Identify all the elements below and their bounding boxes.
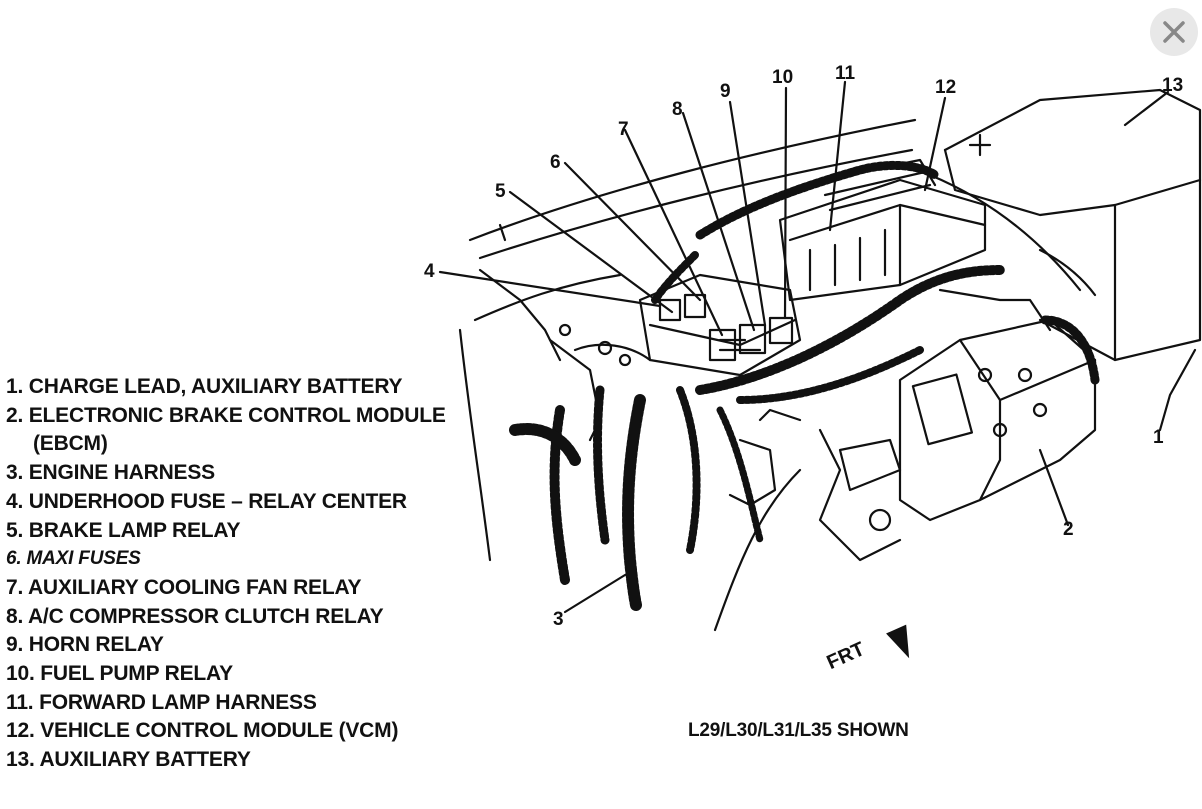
legend-list: 1. CHARGE LEAD, AUXILIARY BATTERY 2. ELE… xyxy=(6,373,446,775)
legend-item-continuation: (EBCM) xyxy=(33,432,108,456)
close-icon xyxy=(1163,21,1185,43)
fender-outline xyxy=(468,118,917,242)
legend-item: 13. AUXILIARY BATTERY xyxy=(6,748,251,772)
arrow-icon xyxy=(886,624,910,659)
callout-13: 13 xyxy=(1162,75,1184,96)
callout-3: 3 xyxy=(553,609,564,630)
legend-item: 9. HORN RELAY xyxy=(6,633,164,657)
callout-5: 5 xyxy=(495,181,506,202)
legend-item: 7. AUXILIARY COOLING FAN RELAY xyxy=(6,575,362,599)
callout-1: 1 xyxy=(1153,427,1164,448)
engine-harness xyxy=(622,394,646,611)
forward-lamp-harness xyxy=(695,161,940,240)
callout-11: 11 xyxy=(835,63,856,84)
legend-item: 6. MAXI FUSES xyxy=(6,548,141,570)
callout-9: 9 xyxy=(720,81,731,102)
legend-item: 12. VEHICLE CONTROL MODULE (VCM) xyxy=(6,719,399,743)
callout-4: 4 xyxy=(424,261,435,282)
legend-item: 11. FORWARD LAMP HARNESS xyxy=(6,690,317,714)
legend-item: 4. UNDERHOOD FUSE – RELAY CENTER xyxy=(6,489,407,513)
vcm-module xyxy=(778,178,987,302)
legend-item: 10. FUEL PUMP RELAY xyxy=(6,662,233,686)
legend-item: 1. CHARGE LEAD, AUXILIARY BATTERY xyxy=(6,375,403,398)
legend-item: 8. A/C COMPRESSOR CLUTCH RELAY xyxy=(6,604,384,628)
callout-8: 8 xyxy=(672,99,683,120)
callout-7: 7 xyxy=(618,119,629,140)
callout-12: 12 xyxy=(935,77,957,98)
legend-item: 2. ELECTRONIC BRAKE CONTROL MODULE xyxy=(6,403,446,427)
callout-2: 2 xyxy=(1063,519,1074,540)
diagram-caption: L29/L30/L31/L35 SHOWN xyxy=(688,720,909,741)
close-button[interactable] xyxy=(1150,8,1198,56)
callout-6: 6 xyxy=(550,152,561,173)
ebcm-module xyxy=(898,318,1097,522)
legend-item: 3. ENGINE HARNESS xyxy=(6,461,215,485)
legend-item: 5. BRAKE LAMP RELAY xyxy=(6,518,241,542)
callout-10: 10 xyxy=(772,67,794,88)
legend-item: (EBCM) xyxy=(6,430,446,459)
